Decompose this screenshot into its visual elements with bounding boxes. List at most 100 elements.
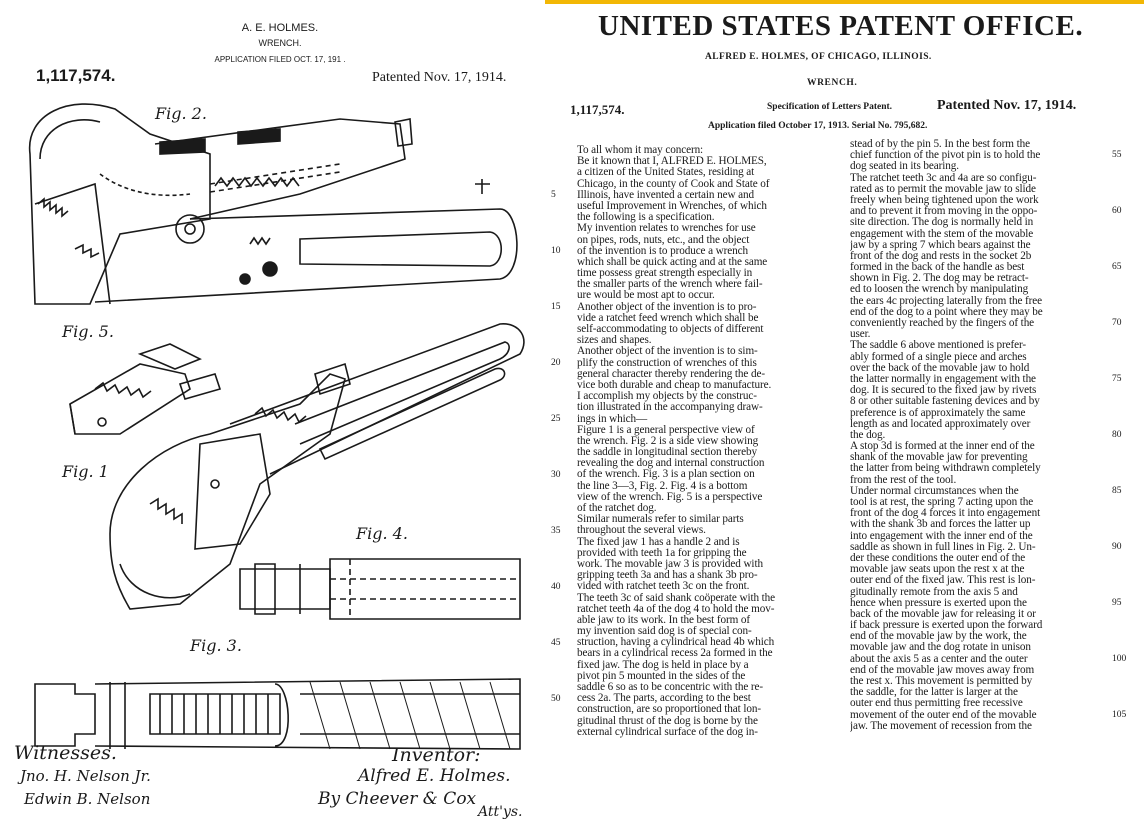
spec-text-line: front of the dog and rests in the socket… — [850, 250, 1032, 262]
office-heading: UNITED STATES PATENT OFFICE. — [598, 10, 1084, 42]
spec-text-line: shown in Fig. 2. The dog may be retract- — [850, 273, 1029, 285]
drawing-title: WRENCH. — [258, 38, 302, 48]
fig2-drawing — [28, 103, 518, 305]
spec-text-line: saddle as shown in full lines in Fig. 2.… — [850, 541, 1036, 553]
spec-text-line: end of the movable jaw by the work, the — [850, 631, 1027, 643]
spec-title: WRENCH. — [807, 78, 858, 88]
drawing-inventor: A. E. HOLMES. — [241, 22, 319, 34]
spec-text-line: the saddle in longitudinal section there… — [577, 447, 758, 459]
fig5-label: Fig. 5. — [62, 322, 114, 341]
line-number: 25 — [551, 413, 561, 424]
spec-text-line: the dog. — [850, 429, 886, 441]
spec-text-line: der these conditions the outer end of th… — [850, 552, 1026, 564]
spec-text-line: My invention relates to wrenches for use — [577, 223, 756, 235]
spec-text-line: front of the dog 4 forces it into engage… — [850, 508, 1041, 520]
spec-text-line: length as and located approximately over — [850, 418, 1031, 430]
spec-text-line: plify the construction of wrenches of th… — [577, 357, 757, 369]
spec-text-line: ings in which— — [577, 413, 648, 425]
witness-signature-1: Jno. H. Nelson Jr. — [20, 767, 151, 785]
spec-text-line: throughout the several views. — [577, 525, 706, 537]
spec-text-line: A stop 3d is formed at the inner end of … — [850, 441, 1035, 453]
spec-text-line: useful Improvement in Wrenches, of which — [577, 200, 767, 212]
drawing-sheet: A. E. HOLMES. WRENCH. APPLICATION FILED … — [0, 4, 545, 822]
spec-text-line: of the wrench. Fig. 3 is a plan section … — [577, 469, 755, 481]
spec-text-line: ratchet teeth 4a of the dog 4 to hold th… — [577, 603, 775, 615]
spec-text-line: view of the wrench. Fig. 5 is a perspect… — [577, 491, 763, 503]
spec-text-line: Another object of the invention is to si… — [577, 346, 758, 358]
spec-text-line: 8 or other suitable fastening devices an… — [850, 396, 1040, 408]
spec-text-line: able jaw to its work. In the best form o… — [577, 614, 750, 626]
spec-text-line: revealing the dog and internal construct… — [577, 458, 765, 470]
spec-text-line: rated as to permit the movable jaw to sl… — [850, 183, 1036, 195]
fig5-drawing — [69, 343, 222, 435]
spec-text-line: outer end thus permitting free recessive — [850, 698, 1023, 710]
spec-text-line: about the axis 5 as a center and the out… — [850, 653, 1028, 665]
attorney-signature: By Cheever & Cox — [318, 789, 477, 809]
line-number: 40 — [551, 581, 561, 592]
spec-text-line: the wrench. Fig. 2 is a side view showin… — [577, 435, 759, 447]
drawing-filed: APPLICATION FILED OCT. 17, 191 . — [214, 55, 346, 64]
line-number: 90 — [1112, 542, 1122, 553]
line-number: 45 — [551, 637, 561, 648]
spec-text-line: on pipes, rods, nuts, etc., and the obje… — [577, 234, 750, 246]
line-number: 80 — [1112, 430, 1122, 441]
spec-text-line: saddle 6 so as to be concentric with the… — [577, 682, 764, 693]
spec-text-line: The saddle 6 above mentioned is prefer- — [850, 340, 1027, 352]
line-number: 65 — [1112, 262, 1122, 273]
spec-text-line: tion illustrated in the accompanying dra… — [577, 402, 763, 414]
spec-text-line: stead of by the pin 5. In the best form … — [850, 139, 1030, 150]
spec-text-line: Chicago, in the county of Cook and State… — [577, 178, 770, 190]
inventor-label: Inventor: — [392, 744, 481, 766]
spec-text-line: hence when pressure is exerted upon the — [850, 597, 1027, 609]
spec-text-line: construction, are so proportioned that l… — [577, 704, 761, 716]
spec-text-line: vided with ratchet teeth 3c on the front… — [577, 581, 750, 593]
spec-text-line: freely when being tightened upon the wor… — [850, 194, 1039, 206]
line-number: 60 — [1112, 206, 1122, 217]
spec-text-line: movement of the outer end of the movable — [850, 709, 1037, 721]
line-number: 50 — [551, 693, 561, 704]
spec-text-line: over the back of the movable jaw to hold — [850, 362, 1030, 374]
spec-text-line: my invention said dog is of special con- — [577, 626, 752, 638]
witness-signature-2: Edwin B. Nelson — [24, 790, 151, 808]
line-number: 5 — [551, 189, 556, 200]
spec-text-line: tool is at rest, the spring 7 acting upo… — [850, 497, 1034, 508]
spec-text-line: Illinois, have invented a certain new an… — [577, 189, 755, 201]
spec-text-line: Similar numerals refer to similar parts — [577, 514, 744, 526]
drawing-patented-date: Patented Nov. 17, 1914. — [372, 70, 507, 85]
spec-text-line: from the rest of the tool. — [850, 474, 957, 486]
spec-text-line: if back pressure is exerted upon the for… — [850, 620, 1043, 632]
spec-text-line: struction, having a cylindrical head 4b … — [577, 637, 775, 649]
spec-text-line: gitudinally remote from the axis 5 and — [850, 586, 1018, 598]
spec-text-line: the latter normally in engagement with t… — [850, 373, 1036, 385]
spec-text-line: the ears 4c projecting laterally from th… — [850, 295, 1043, 307]
spec-text-line: self-accommodating to objects of differe… — [577, 324, 764, 335]
spec-text-line: of the invention is to produce a wrench — [577, 245, 749, 257]
spec-text-line: vide a ratchet feed wrench which shall b… — [577, 312, 759, 324]
spec-text-line: work. The movable jaw 3 is provided with — [577, 558, 763, 570]
fig3-drawing — [34, 678, 521, 750]
spec-text-line: The fixed jaw 1 has a handle 2 and is — [577, 536, 740, 548]
application-line: Application filed October 17, 1913. Seri… — [708, 121, 928, 131]
spec-text-line: shank of the movable jaw for preventing — [850, 452, 1028, 464]
spec-text-line: end of the dog to a point where they may… — [850, 306, 1043, 318]
spec-text-line: movable jaw and the dog rotate in unison — [850, 642, 1031, 654]
spec-text-line: external cylindrical surface of the dog … — [577, 726, 758, 738]
spec-text-line: jaw by a spring 7 which bears against th… — [850, 239, 1031, 251]
spec-text-line: dog seated in its bearing. — [850, 161, 959, 173]
line-number: 35 — [551, 525, 561, 536]
line-number: 105 — [1112, 710, 1127, 721]
spec-text-line: the latter from being withdrawn complete… — [850, 463, 1041, 475]
spec-text-line: ably formed of a single piece and arches — [850, 351, 1027, 363]
spec-patent-number: 1,117,574. — [570, 102, 625, 117]
spec-text-line: of the ratchet dog. — [577, 503, 657, 514]
spec-text-line: formed in the back of the handle as best — [850, 262, 1025, 274]
spec-text-line: The teeth 3c of said shank coöperate wit… — [577, 592, 776, 604]
spec-text-line: outer end of the fixed jaw. This rest is… — [850, 575, 1036, 587]
spec-text-line: gitudinal thrust of the dog is borne by … — [577, 715, 758, 727]
spec-text-line: Under normal circumstances when the — [850, 485, 1019, 497]
spec-text-line: To all whom it may concern: — [577, 145, 704, 156]
spec-text-line: a citizen of the United States, residing… — [577, 167, 755, 179]
fig4-label: Fig. 4. — [356, 524, 408, 543]
spec-text-line: engagement with the stem of the movable — [850, 228, 1034, 240]
spec-left-column: To all whom it may concern: Be it known … — [577, 145, 840, 738]
